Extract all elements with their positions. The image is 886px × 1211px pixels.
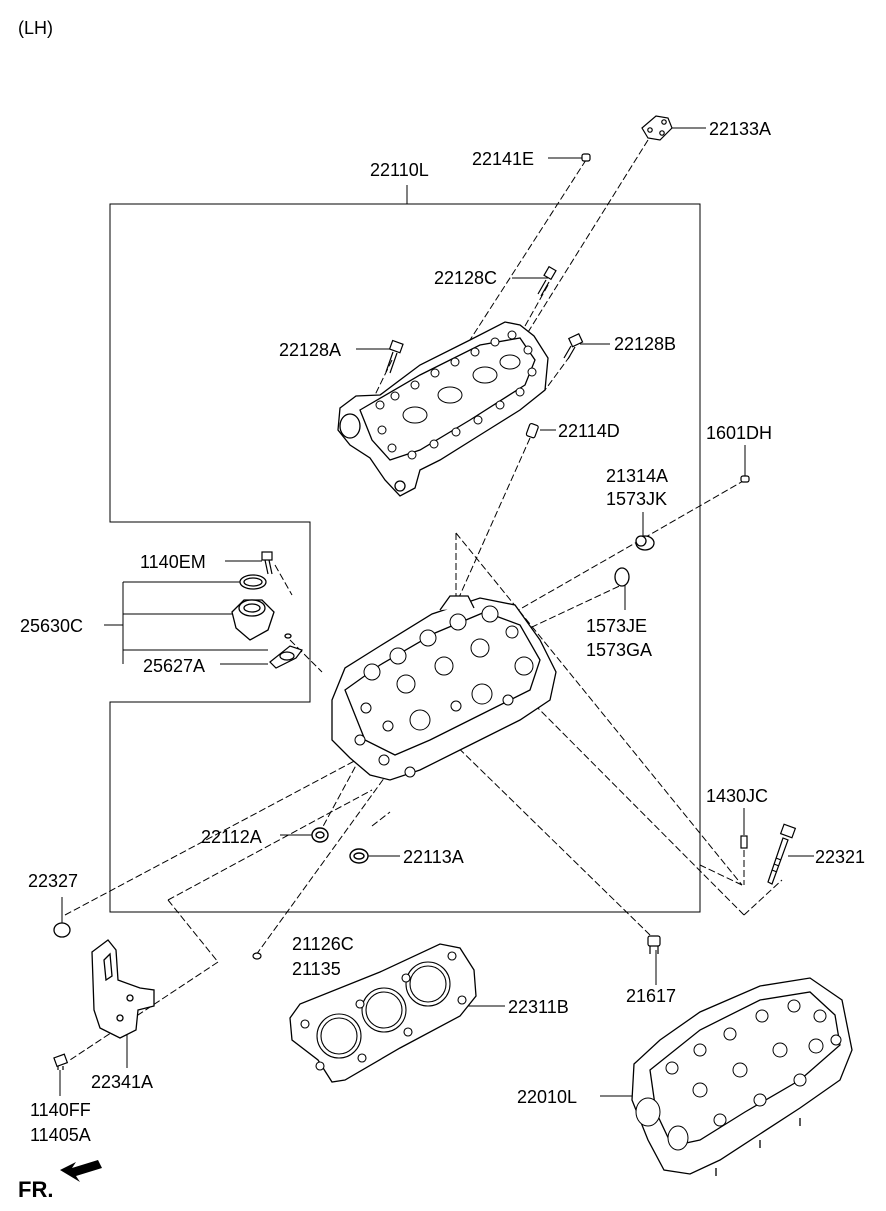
bolt-22128B-icon xyxy=(563,333,584,360)
label-22010L: 22010L xyxy=(517,1087,578,1107)
label-22128A: 22128A xyxy=(279,340,342,360)
label-22141E: 22141E xyxy=(472,149,535,169)
seal-22113A-icon xyxy=(349,848,369,864)
label-1573JK: 1573JK xyxy=(606,489,668,509)
pin-21126C-icon xyxy=(252,952,262,960)
cylinder-head-assembly-22010L-icon xyxy=(631,977,853,1176)
label-1430JC: 1430JC xyxy=(706,786,769,806)
bolt-1140EM-icon xyxy=(261,551,273,575)
label-1601DH: 1601DH xyxy=(706,423,773,443)
label-22110L: 22110L xyxy=(370,160,429,180)
label-22311B: 22311B xyxy=(508,997,569,1017)
bolt-1140FF-icon xyxy=(53,1053,69,1070)
bracket-22341A-icon xyxy=(91,939,155,1039)
front-direction-label: FR. xyxy=(18,1177,54,1202)
label-22341A: 22341A xyxy=(91,1072,154,1092)
label-22128B: 22128B xyxy=(614,334,677,354)
assembly-frame xyxy=(109,203,701,913)
bolt-22128C-icon xyxy=(537,265,557,297)
label-1573JE: 1573JE xyxy=(586,616,648,636)
label-21126C: 21126C xyxy=(292,934,354,954)
label-22128C: 22128C xyxy=(434,268,498,288)
gasket-25627A-icon xyxy=(269,645,303,669)
plug-21314A-icon xyxy=(635,535,655,551)
label-21617: 21617 xyxy=(626,986,677,1006)
head-bolt-22321-icon xyxy=(767,823,797,885)
cylinder-head-main-icon xyxy=(331,595,557,781)
label-22133A: 22133A xyxy=(709,119,772,139)
label-21135: 21135 xyxy=(292,959,341,979)
label-22321: 22321 xyxy=(815,847,866,867)
label-1140EM: 1140EM xyxy=(140,552,206,572)
head-gasket-22311B-icon xyxy=(289,943,477,1083)
variant-label: (LH) xyxy=(18,18,53,38)
front-direction-arrow-icon xyxy=(60,1160,102,1182)
label-22114D: 22114D xyxy=(558,421,620,441)
label-1573GA: 1573GA xyxy=(586,640,653,660)
label-25630C: 25630C xyxy=(20,616,84,636)
label-25627A: 25627A xyxy=(143,656,206,676)
bolt-22128A-icon xyxy=(385,339,404,374)
plug-1601DH-icon xyxy=(740,475,750,483)
part-22133A-icon xyxy=(641,115,673,141)
label-1140FF: 1140FF xyxy=(30,1100,91,1120)
plug-22327-icon xyxy=(53,922,71,938)
part-22110L-camshaft-carrier-icon xyxy=(337,321,549,497)
label-22113A: 22113A xyxy=(403,847,464,867)
part-22141E-icon xyxy=(581,153,591,162)
label-11405A: 11405A xyxy=(30,1125,91,1145)
stud-21617-icon xyxy=(647,935,661,954)
label-22327: 22327 xyxy=(28,871,79,891)
dowel-22114D-icon xyxy=(525,422,539,439)
label-21314A: 21314A xyxy=(606,466,669,486)
part-25630C-housing-icon xyxy=(231,574,292,641)
cap-1573JE-icon xyxy=(614,567,630,587)
seal-22112A-icon xyxy=(311,827,329,843)
pin-1430JC-icon xyxy=(740,835,748,849)
label-22112A: 22112A xyxy=(201,827,262,847)
